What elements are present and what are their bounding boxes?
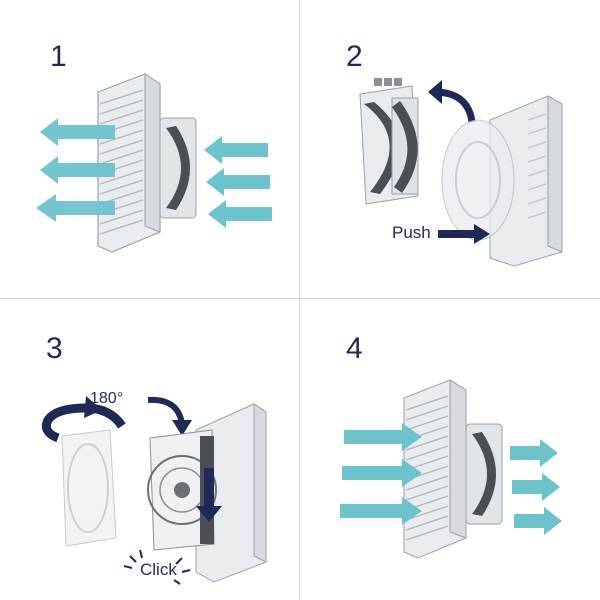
airflow-arrows-out [510,439,562,535]
step-panel-4: 4 [300,300,600,600]
push-label: Push [392,223,431,242]
push-arrow [438,224,490,244]
rotation-arrowhead [84,396,102,418]
click-spark-lines [123,549,191,585]
step-number: 2 [346,40,363,73]
fan-filter-housing [403,379,503,559]
airflow-arrows-in [204,136,272,228]
remove-arrowhead [428,80,442,104]
step-number: 4 [346,332,363,365]
step-2-illustration [359,78,563,267]
step-3-illustration [41,396,267,585]
rotation-arrow [41,403,126,443]
rotation-label: 180° [90,390,124,407]
step-number: 1 [50,40,67,73]
vertical-divider [299,0,300,600]
rotated-fan-module [61,429,117,547]
fan-filter-housing [97,73,197,253]
step-panel-3: 3 [0,300,300,600]
horizontal-divider [0,298,600,299]
click-label: Click [140,560,177,579]
step-number: 3 [46,332,63,365]
fan-filter-housing [441,95,563,267]
step-4-illustration [340,379,562,559]
insert-arrowhead [172,420,192,436]
step-1-illustration [36,73,272,253]
fan-filter-housing [147,403,267,583]
airflow-arrows-out [36,118,115,222]
step-panel-1: 1 [0,0,300,300]
airflow-arrows-in [340,423,422,525]
lock-down-arrow [196,468,222,522]
fan-module [359,78,419,205]
insert-arrow [147,396,185,425]
step-panel-2: 2 [300,0,600,300]
